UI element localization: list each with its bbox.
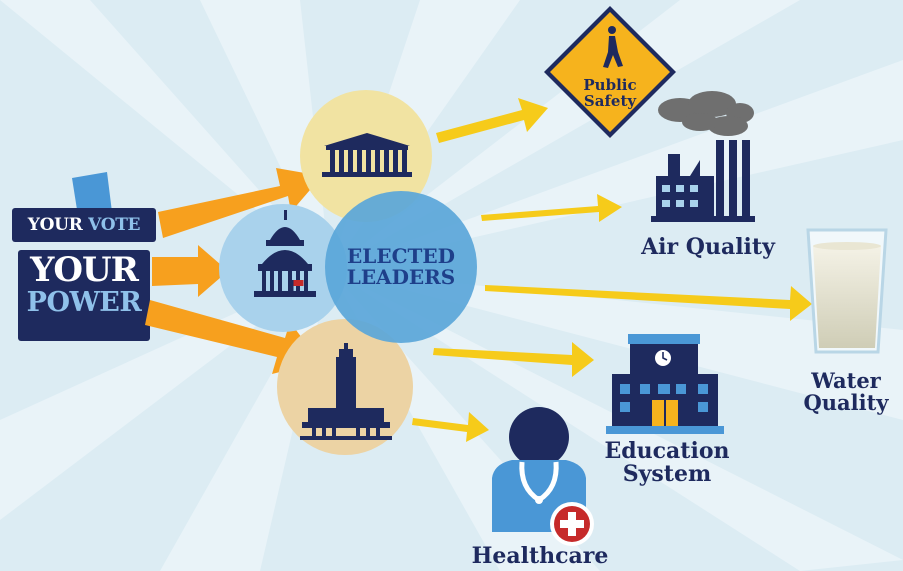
water-quality-line1: Water	[811, 368, 881, 393]
yellow-arrows	[412, 98, 812, 442]
elected-leaders-line1: ELECTED	[347, 244, 455, 268]
education-line1: Education	[604, 438, 730, 464]
orange-arrows	[145, 168, 322, 374]
water-quality-line2: Quality	[803, 390, 889, 416]
your-vote-label: YOUR VOTE	[12, 208, 156, 242]
elected-leaders-label: ELECTED LEADERS	[326, 246, 476, 288]
doctor-icon	[492, 407, 594, 546]
your-power-label: YOUR POWER	[18, 252, 150, 318]
education-system-label: Education System	[590, 438, 744, 488]
your-vote-your: YOUR	[27, 215, 83, 235]
public-safety-label: Public Safety	[566, 76, 654, 110]
capitol-icon	[254, 210, 316, 297]
education-line2: System	[622, 461, 712, 488]
air-quality-label: Air Quality	[641, 234, 775, 260]
state-capitol-icon	[300, 343, 392, 440]
public-safety-line2: Safety	[583, 91, 637, 110]
your-vote-vote: VOTE	[88, 215, 141, 235]
water-quality-label: Water Quality	[790, 368, 902, 416]
elected-leaders-line2: LEADERS	[346, 265, 456, 289]
pedestrian-sign-icon	[544, 6, 676, 138]
water-glass-icon	[806, 228, 888, 354]
your-power-line1: YOUR	[30, 250, 139, 290]
school-icon	[606, 334, 724, 434]
factory-icon	[651, 91, 755, 222]
your-power-line2: POWER	[26, 287, 142, 318]
white-house-icon	[322, 133, 412, 177]
healthcare-label: Healthcare	[471, 543, 609, 569]
public-safety-line1: Public	[583, 76, 637, 94]
ballot-box-icon	[12, 172, 156, 341]
